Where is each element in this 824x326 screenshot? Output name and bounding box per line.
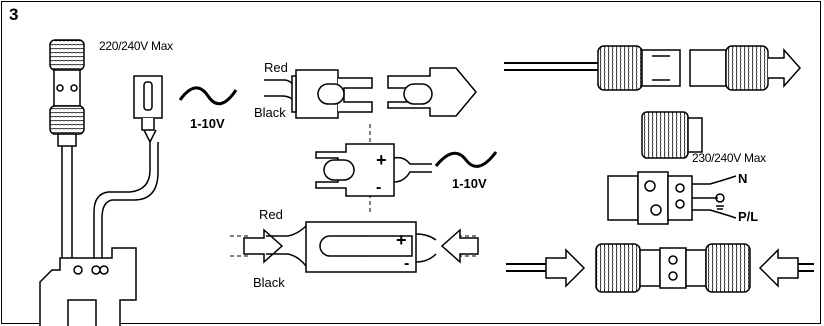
- mains-wires-right: [692, 175, 737, 219]
- control-cable: [93, 142, 159, 258]
- voltage-label-top: 220/240V Max: [99, 39, 173, 53]
- mains-connector-vertical: [49, 39, 85, 147]
- wire-label-black-top: Black: [254, 105, 286, 120]
- dim-range-label-left: 1-10V: [190, 116, 225, 131]
- arrow-in-bottom-right: [758, 248, 799, 288]
- neutral-label: N: [738, 171, 748, 186]
- connector-socket-top-right: [387, 67, 477, 117]
- wires-bottom-left: [266, 225, 307, 267]
- wire-label-black-bottom: Black: [253, 275, 285, 290]
- dashed-guide-bottom: [230, 235, 478, 257]
- dim-range-label-mid: 1-10V: [452, 176, 487, 191]
- connector-inline-bottom: [305, 221, 417, 273]
- coupler-bottom-left: [595, 243, 661, 293]
- minus-sign-mid: -: [376, 179, 381, 196]
- luminaire-fitting: [39, 247, 137, 326]
- coupler-bottom-right: [685, 243, 751, 293]
- wire-label-red-bottom: Red: [259, 207, 283, 222]
- coupler-bottom-middle: [659, 247, 687, 289]
- step-number: 3: [9, 5, 19, 24]
- connector-plus-minus-mid: [315, 143, 395, 197]
- control-terminal-small: [133, 75, 163, 144]
- arrow-in-bottom-left: [545, 248, 586, 288]
- dim-signal-wave-mid: [434, 151, 498, 168]
- connector-plug-top-left: [291, 69, 373, 119]
- arrow-in-left: [243, 228, 284, 264]
- terminal-block-right: [607, 171, 693, 225]
- coupler-cap-right: [641, 111, 703, 159]
- wire-label-red-top: Red: [264, 60, 288, 75]
- cable-top-right: [504, 62, 598, 71]
- coupler-right-top: [689, 45, 802, 91]
- voltage-label-right: 230/240V Max: [692, 151, 766, 165]
- dim-signal-wave-left: [178, 86, 238, 106]
- wires-bottom-right: [415, 233, 437, 263]
- minus-sign-bottom: -: [404, 255, 409, 272]
- wires-red-black-top: [264, 79, 297, 105]
- phase-label: P/L: [738, 209, 759, 224]
- mains-cable: [61, 146, 73, 258]
- plus-sign-bottom: +: [396, 230, 407, 250]
- arrow-in-right: [440, 228, 479, 264]
- cable-bottom-left: [506, 263, 546, 272]
- coupler-left-top: [597, 45, 681, 91]
- cable-bottom-right: [798, 263, 814, 272]
- wires-mid: [393, 156, 432, 183]
- plus-sign-mid: +: [376, 150, 387, 170]
